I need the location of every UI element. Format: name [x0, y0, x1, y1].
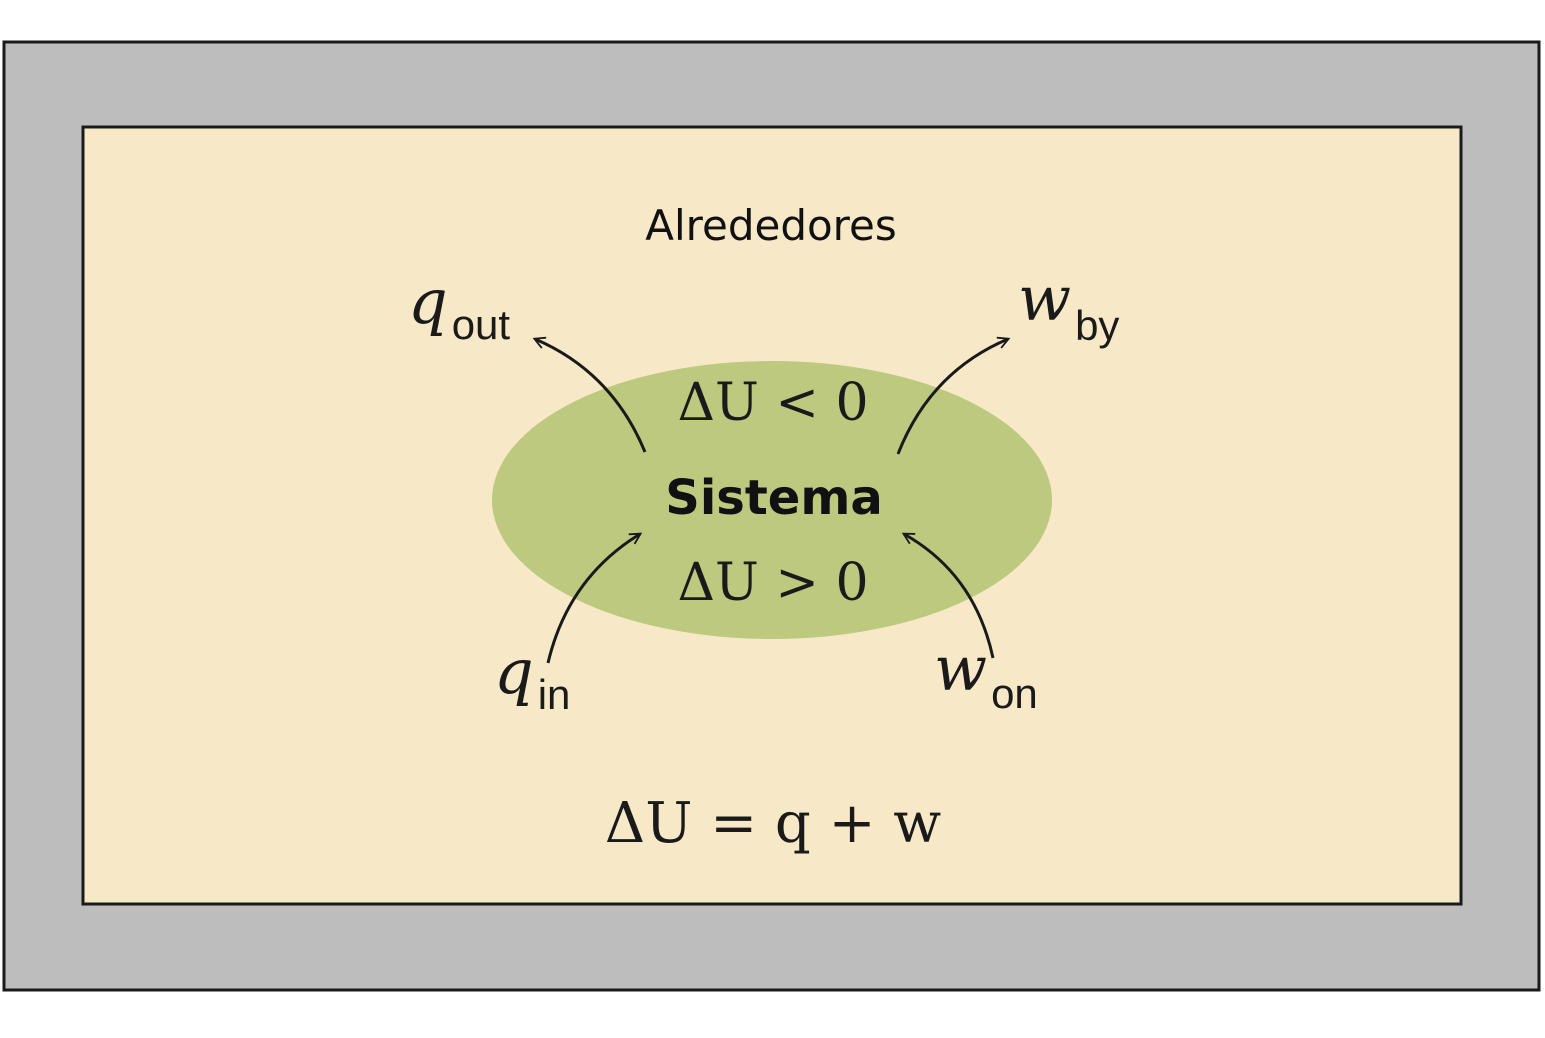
w-by-symbol: w [1018, 262, 1071, 335]
q-out-subscript: out [452, 301, 511, 348]
w-by-arrow [896, 336, 1011, 455]
system-label: Sistema [665, 470, 883, 526]
first-law-equation: ΔU = q + w [605, 791, 942, 856]
q-in-arrow [546, 532, 643, 664]
q-out-symbol: q [408, 265, 448, 338]
system-ellipse [492, 361, 1052, 639]
w-on-arrow [901, 532, 995, 659]
w-by-subscript: by [1075, 302, 1119, 349]
delta-u-positive-label: ΔU > 0 [677, 553, 868, 613]
q-in-label: qin [494, 635, 570, 718]
delta-u-negative-label: ΔU < 0 [677, 373, 868, 433]
w-on-subscript: on [991, 670, 1038, 717]
q-in-subscript: in [538, 671, 571, 718]
q-in-symbol: q [494, 635, 534, 708]
surroundings-label: Alrededores [645, 201, 897, 250]
q-out-arrow [532, 336, 647, 453]
w-on-label: won [934, 632, 1038, 717]
q-out-label: qout [408, 265, 510, 348]
w-on-symbol: w [934, 632, 987, 705]
w-by-label: wby [1018, 262, 1119, 349]
